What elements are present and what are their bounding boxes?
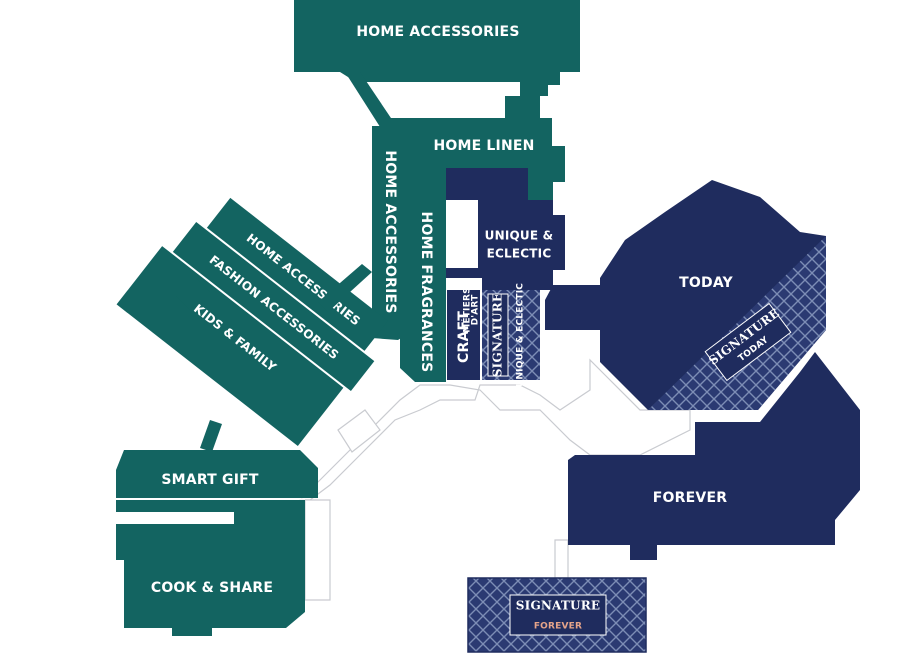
connector-diag-left [176,278,210,310]
zone-diagonal-group: HOME ACCESSORIES FASHION ACCESSORIES KID… [116,197,388,447]
label-today: TODAY [679,275,733,291]
zone-unique-eclectic[interactable]: UNIQUE & ECLECTIC [446,168,565,290]
zone-home-accessories-top[interactable]: HOME ACCESSORIES [294,0,580,120]
label-smart-gift: SMART GIFT [161,472,258,488]
label-signature-forever-title: SIGNATURE [516,599,600,613]
label-home-fragrances: HOME FRAGRANCES [418,212,434,373]
label-unique-eclectic-line2: ECLECTIC [487,247,552,261]
corridor-network [298,358,691,601]
label-unique-eclectic-line1: UNIQUE & [485,229,554,243]
connector-smart-gift [200,420,222,452]
label-craft-sub1: MÉTIERS [461,287,473,333]
label-signature-forever-sub: FOREVER [534,622,582,632]
connector-diag-upper [318,264,372,312]
label-forever: FOREVER [653,490,727,506]
zone-signature-forever[interactable]: SIGNATURE FOREVER [467,577,647,653]
zone-craft[interactable]: CRAFT MÉTIERS D'ART [447,287,481,380]
label-cook-share: COOK & SHARE [151,580,273,596]
zone-today[interactable]: TODAY SIGNATURE TODAY [600,180,826,410]
connector-unique-today [545,285,600,330]
label-signature-unique-sub: UNIQUE & ECLECTIC [516,283,526,387]
label-home-accessories-top: HOME ACCESSORIES [356,24,519,40]
label-craft: CRAFT [456,311,472,363]
label-signature-unique-title: SIGNATURE [491,293,505,377]
label-craft-sub2: D'ART [471,294,481,326]
label-home-accessories-vertical: HOME ACCESSORIES [382,150,398,313]
zone-smart-gift[interactable]: SMART GIFT [116,450,318,498]
zone-forever[interactable]: FOREVER [568,352,860,560]
label-home-linen: HOME LINEN [433,138,534,154]
zone-home-fragrances[interactable]: HOME FRAGRANCES [400,165,446,382]
connector-top [345,72,395,130]
zone-signature-unique[interactable]: SIGNATURE UNIQUE & ECLECTIC [482,283,540,387]
zone-cook-share[interactable]: COOK & SHARE [116,500,305,636]
